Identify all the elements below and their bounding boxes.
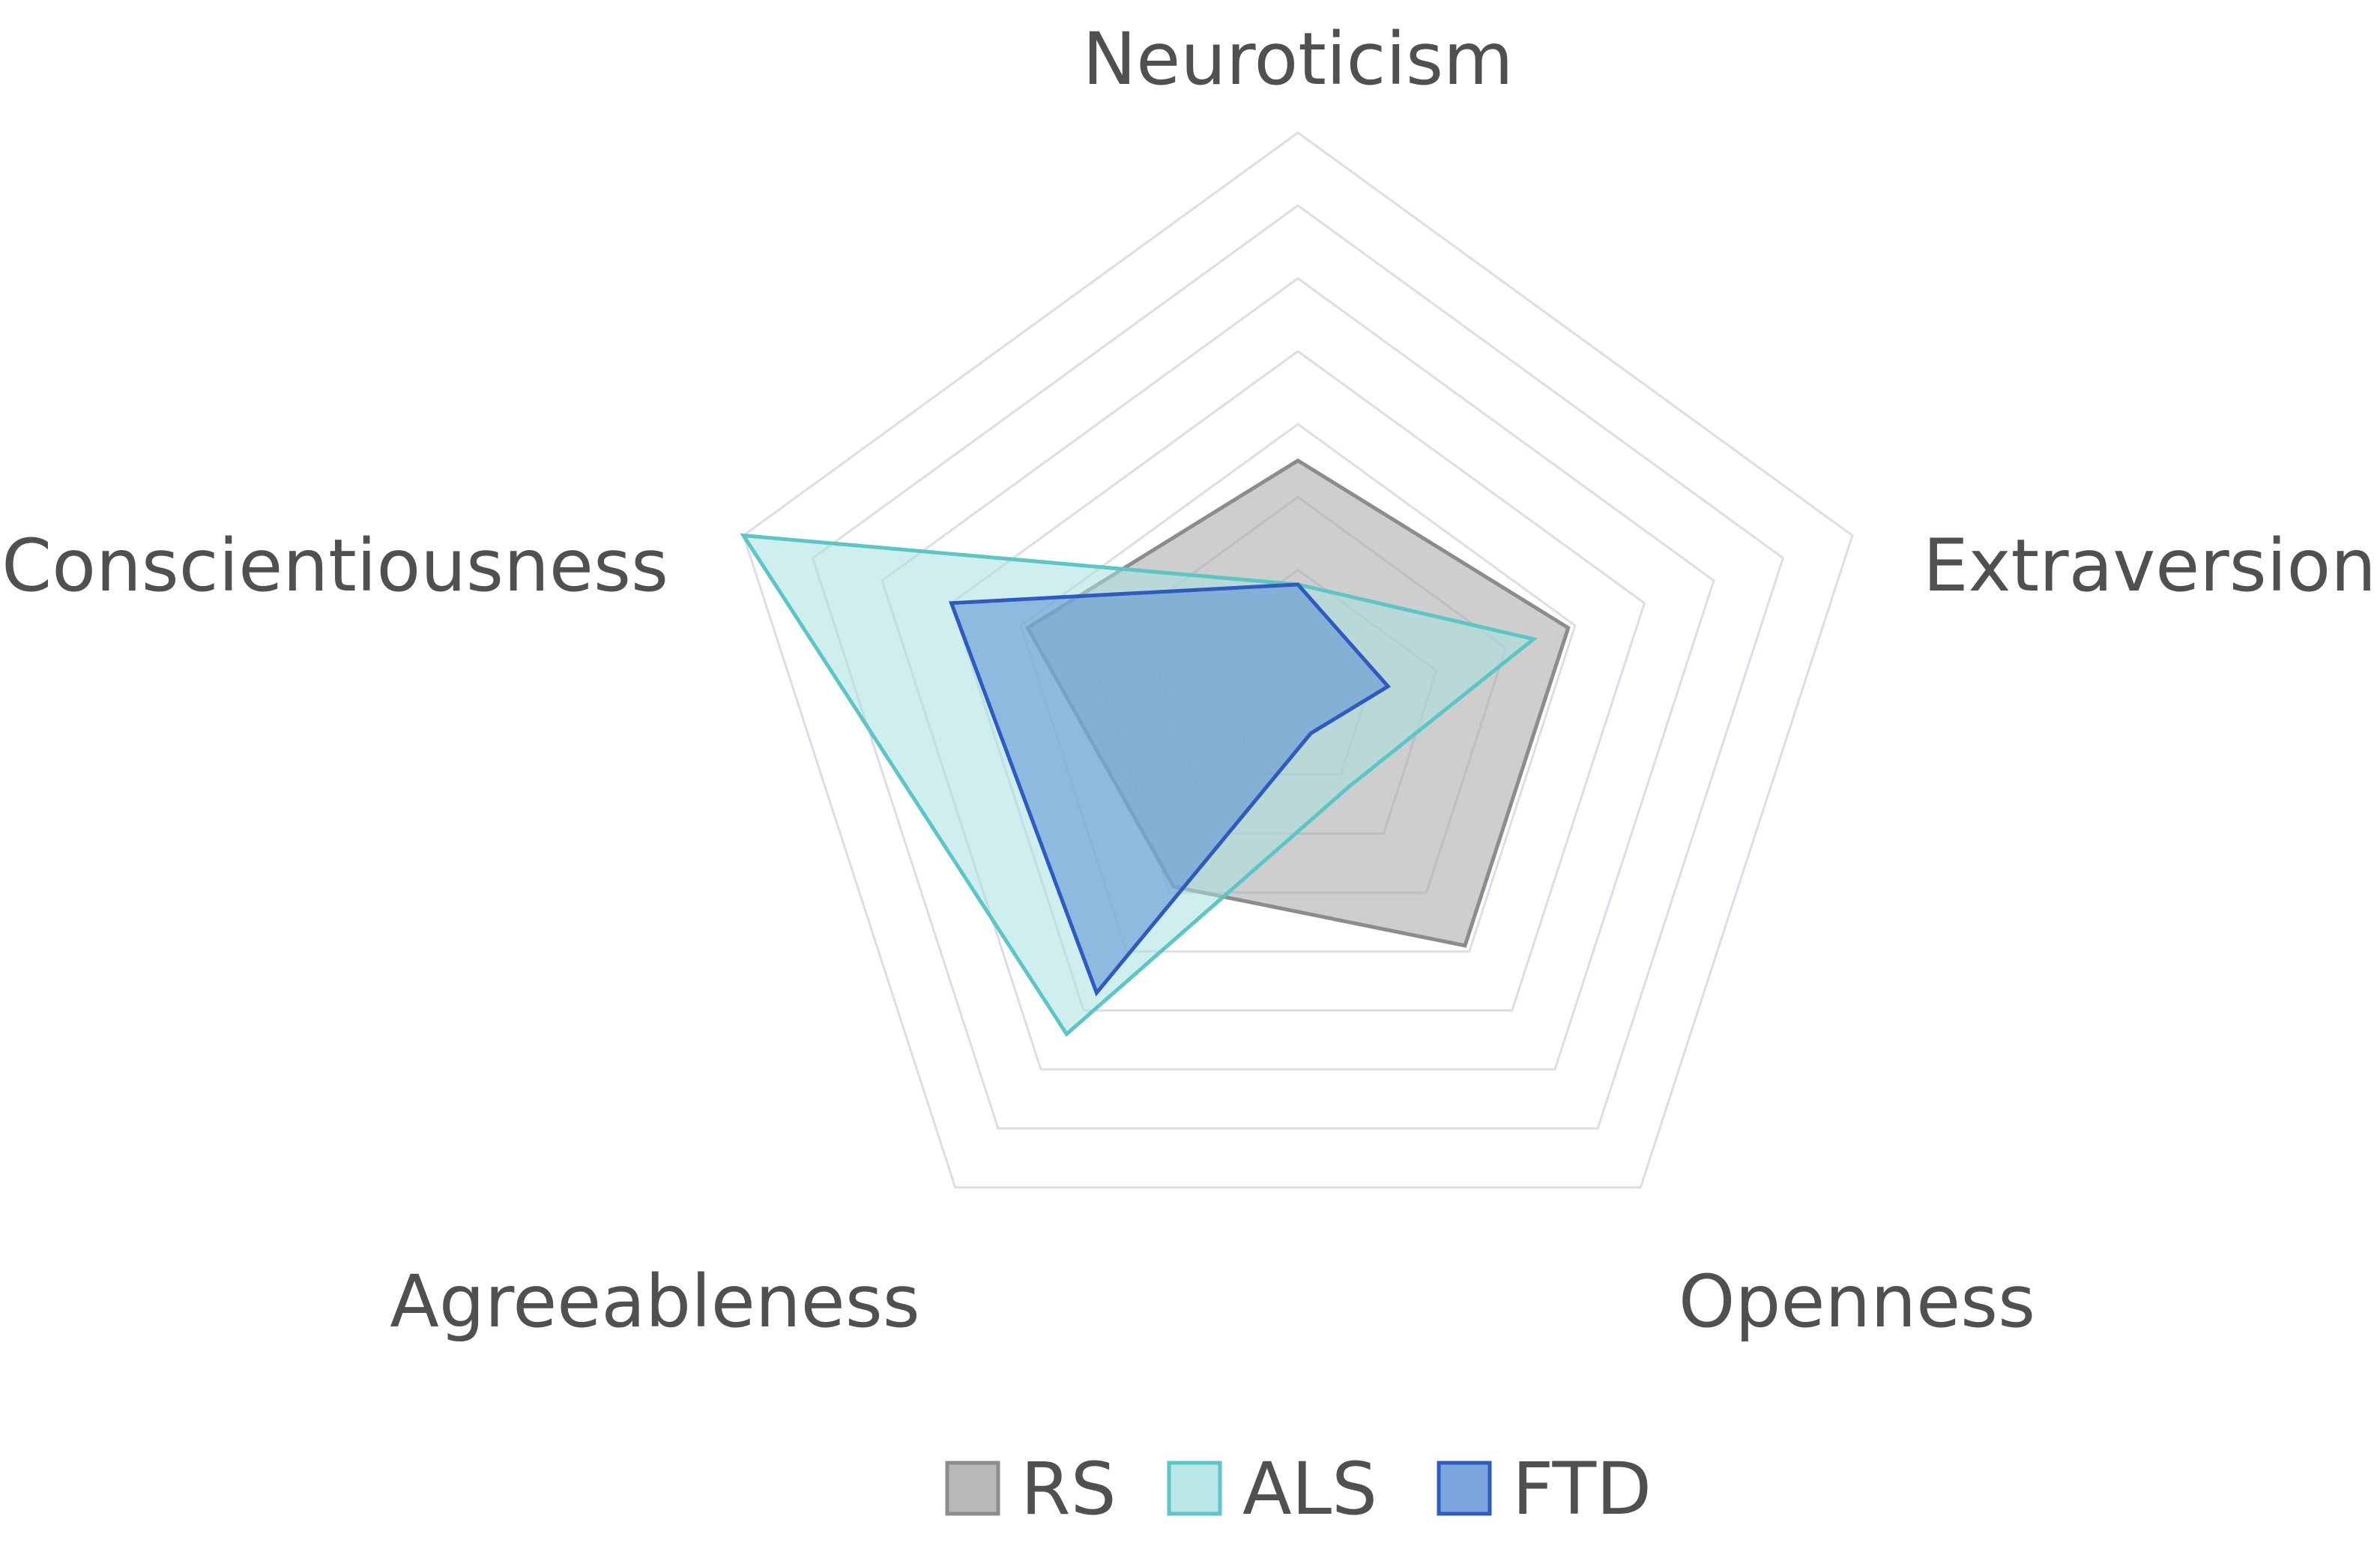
grid-ring-7: [811, 204, 1785, 1130]
legend-label-rs: RS: [1021, 1447, 1117, 1531]
grid-ring-6: [881, 277, 1715, 1071]
axis-label-conscientiousness: Conscientiousness: [1, 524, 668, 608]
legend-label-ftd: FTD: [1512, 1447, 1652, 1531]
legend-swatch-als: [1167, 1461, 1222, 1516]
series-layer: [740, 458, 1571, 1037]
legend-swatch-rs: [945, 1461, 1000, 1516]
legend: RS ALS FTD: [945, 1447, 1652, 1531]
grid-ring-8: [742, 131, 1854, 1189]
axis-label-agreeableness: Agreeableness: [390, 1260, 920, 1344]
axis-label-openness: Openness: [1679, 1260, 2035, 1344]
legend-swatch-ftd: [1437, 1461, 1492, 1516]
axis-label-extraversion: Extraversion: [1923, 524, 2376, 608]
axis-label-neuroticism: Neuroticism: [1082, 17, 1513, 101]
series-ftd-polygon: [949, 582, 1392, 997]
legend-label-als: ALS: [1242, 1447, 1377, 1531]
